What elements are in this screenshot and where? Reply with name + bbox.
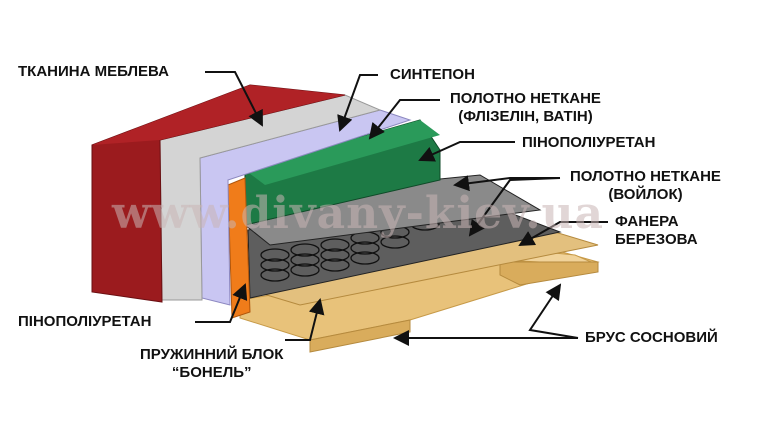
label-nonwoven-1: ПОЛОТНО НЕТКАНЕ (ФЛІЗЕЛІН, ВАТІН) (450, 90, 601, 126)
label-sintepon: СИНТЕПОН (390, 66, 475, 83)
bonnell-springs (260, 193, 470, 282)
label-nonwoven-2-line2: (ВОЙЛОК) (608, 186, 683, 203)
label-spring-line2: “БОНЕЛЬ” (171, 364, 252, 381)
label-fabric: ТКАНИНА МЕБЛЕВА (18, 63, 169, 80)
label-foam-side: ПІНОПОЛІУРЕТАН (18, 313, 152, 330)
label-beam: БРУС СОСНОВИЙ (585, 329, 718, 346)
label-plywood-line1: ФАНЕРА (615, 213, 679, 230)
label-foam-top: ПІНОПОЛІУРЕТАН (522, 134, 656, 151)
label-plywood: ФАНЕРА БЕРЕЗОВА (615, 213, 698, 249)
label-nonwoven-2: ПОЛОТНО НЕТКАНЕ (ВОЙЛОК) (570, 168, 721, 204)
foam-side-layer (227, 177, 251, 319)
label-nonwoven-2-line1: ПОЛОТНО НЕТКАНЕ (570, 168, 721, 185)
label-spring-line1: ПРУЖИННИЙ БЛОК (140, 346, 284, 363)
leader-lines (195, 71, 608, 346)
label-nonwoven-1-line2: (ФЛІЗЕЛІН, ВАТІН) (458, 108, 593, 125)
label-plywood-line2: БЕРЕЗОВА (615, 231, 698, 248)
label-spring-block: ПРУЖИННИЙ БЛОК “БОНЕЛЬ” (140, 346, 283, 382)
watermark: www.divany-kiev.ua (112, 188, 605, 239)
label-nonwoven-1-line1: ПОЛОТНО НЕТКАНЕ (450, 90, 601, 107)
